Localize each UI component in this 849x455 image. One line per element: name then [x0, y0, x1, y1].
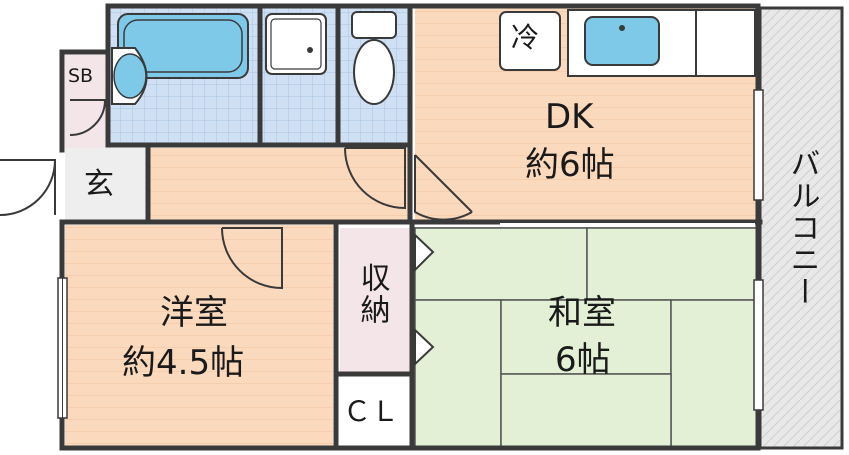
entrance-floor: [65, 148, 148, 220]
label-balcony: バルコニー: [784, 148, 820, 308]
label-shoebox: SB: [68, 65, 94, 87]
label-japanese: 和室: [548, 293, 616, 333]
tatami-mats: [414, 227, 758, 449]
label-storage: 収納: [354, 262, 390, 326]
kitchen-sink: [584, 16, 660, 66]
label-western: 洋室: [160, 293, 228, 333]
label-dk: DK: [545, 97, 594, 137]
western-room-floor: [65, 225, 333, 448]
washing-machine-pan: [265, 13, 327, 75]
toilet: [351, 11, 397, 105]
label-dk-size: 約6帖: [525, 145, 615, 185]
doors: [0, 99, 473, 367]
label-western-size: 約4.5帖: [122, 343, 245, 383]
storage-area: [340, 228, 410, 373]
label-fridge: 冷: [511, 21, 540, 54]
wash-basin: [111, 47, 148, 105]
shoebox-area: [65, 55, 110, 148]
window-balcony: [753, 89, 764, 411]
label-closet: ＣＬ: [343, 395, 400, 428]
hallway-floor: [148, 148, 410, 220]
bathtub: [117, 13, 249, 79]
fridge-box: [499, 11, 561, 71]
label-entrance: 玄: [84, 167, 114, 202]
label-japanese-size: 6帖: [555, 340, 611, 380]
window-west: [57, 277, 68, 419]
balcony-area: [758, 6, 844, 450]
closet-area: [340, 376, 410, 448]
